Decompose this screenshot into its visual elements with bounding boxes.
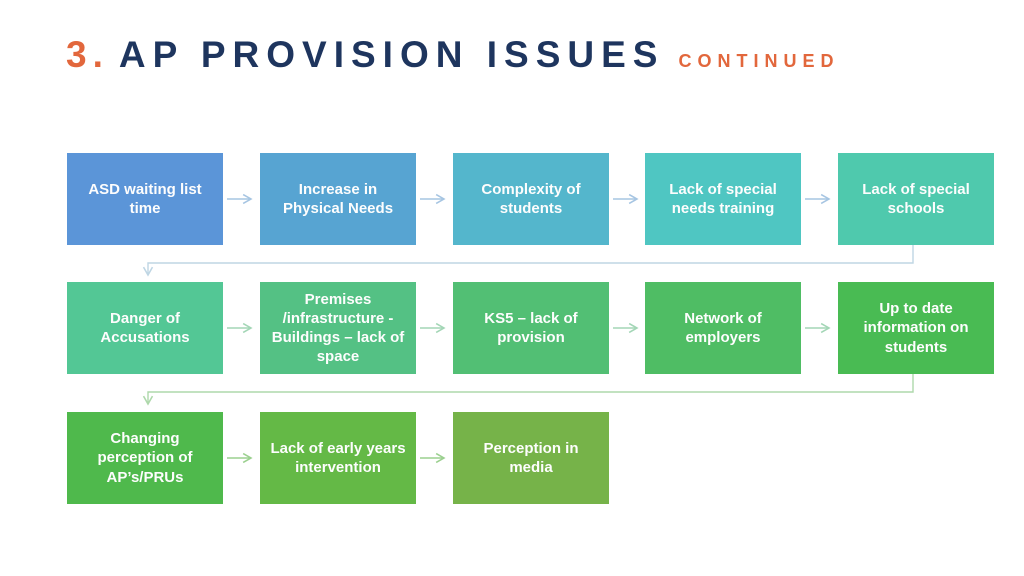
flow-box-premises: Premises /infrastructure - Buildings – l…	[260, 282, 416, 374]
flow-box-asd-waiting: ASD waiting list time	[67, 153, 223, 245]
flow-box-physical-needs: Increase in Physical Needs	[260, 153, 416, 245]
flow-box-changing-perception: Changing perception of AP’s/PRUs	[67, 412, 223, 504]
flow-box-accusations: Danger of Accusations	[67, 282, 223, 374]
flow-box-label: Lack of special needs training	[669, 180, 777, 217]
flow-box-label: ASD waiting list time	[88, 180, 202, 217]
flow-box-employers: Network of employers	[645, 282, 801, 374]
title-number: 3.	[66, 34, 109, 75]
flow-box-label: Up to date information on students	[863, 300, 969, 356]
title-text: AP PROVISION ISSUES	[118, 34, 665, 75]
flow-box-label: Premises /infrastructure - Buildings – l…	[271, 290, 405, 366]
flow-box-label: Lack of early years intervention	[270, 439, 406, 476]
connector-row1-row2	[142, 245, 914, 277]
slide-title: 3.AP PROVISION ISSUES CONTINUED	[66, 34, 839, 76]
flow-box-label: Danger of Accusations	[100, 309, 190, 346]
flow-box-label: Network of employers	[684, 309, 762, 346]
flow-box-early-years: Lack of early years intervention	[260, 412, 416, 504]
flow-box-media-perception: Perception in media	[453, 412, 609, 504]
connector-row2-row3	[142, 374, 914, 406]
flow-box-label: KS5 – lack of provision	[484, 309, 578, 346]
flow-box-up-to-date-info: Up to date information on students	[838, 282, 994, 374]
flow-box-special-schools: Lack of special schools	[838, 153, 994, 245]
flow-box-complexity: Complexity of students	[453, 153, 609, 245]
flow-box-needs-training: Lack of special needs training	[645, 153, 801, 245]
flow-box-label: Complexity of students	[481, 180, 581, 217]
flow-box-label: Perception in media	[483, 439, 579, 476]
flow-box-label: Changing perception of AP’s/PRUs	[97, 430, 193, 486]
flow-box-label: Lack of special schools	[862, 180, 970, 217]
flow-box-ks5: KS5 – lack of provision	[453, 282, 609, 374]
flow-box-label: Increase in Physical Needs	[282, 180, 394, 217]
title-suffix: CONTINUED	[678, 51, 840, 71]
